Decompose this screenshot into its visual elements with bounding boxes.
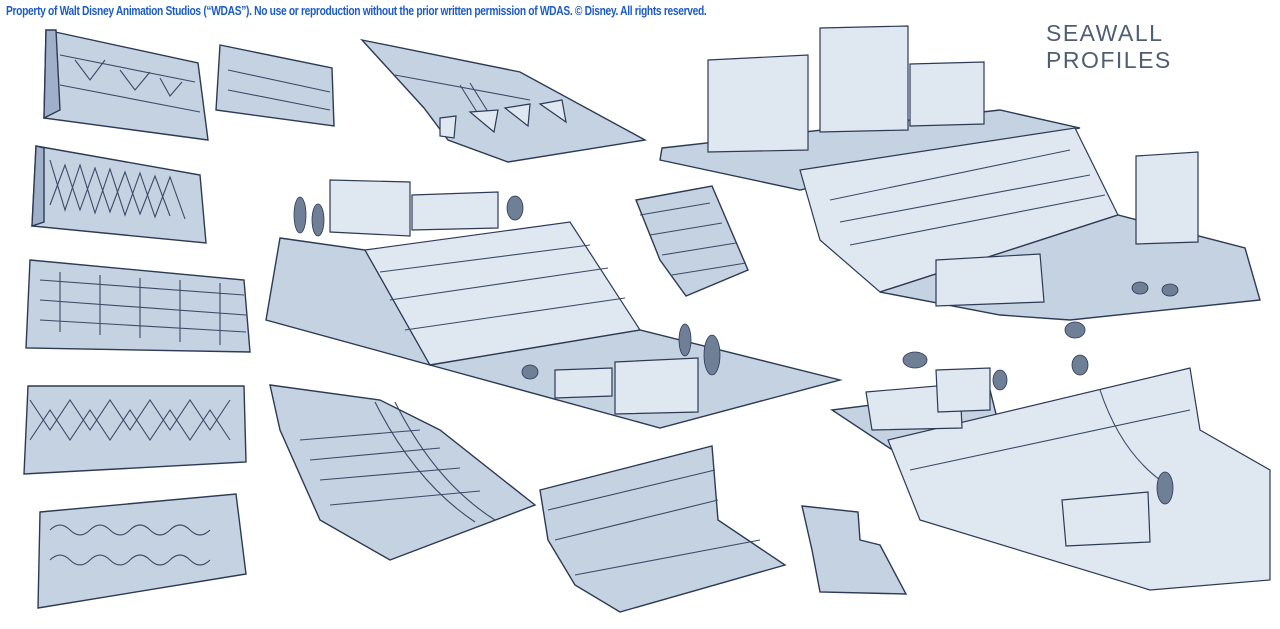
curved-seawall-with-towers bbox=[659, 25, 1261, 339]
wall-panel-6 bbox=[37, 493, 247, 609]
stepped-seawall-with-ramp bbox=[269, 384, 537, 561]
copyright-notice: Property of Walt Disney Animation Studio… bbox=[6, 4, 707, 18]
wall-panel-5 bbox=[23, 385, 247, 475]
title-line-1: SEAWALL bbox=[1046, 20, 1164, 46]
page-title: SEAWALL PROFILES bbox=[1046, 20, 1172, 74]
wall-panel-1 bbox=[43, 29, 209, 141]
wall-panel-2 bbox=[215, 44, 335, 127]
title-line-2: PROFILES bbox=[1046, 47, 1172, 73]
large-sloped-seawall-with-city bbox=[265, 179, 843, 429]
wall-panel-4 bbox=[25, 259, 251, 353]
curved-hexagon-panel-wall bbox=[539, 445, 787, 613]
wall-panel-3 bbox=[31, 145, 207, 244]
stepped-wedge-block bbox=[635, 185, 749, 297]
sloped-seawall-fins bbox=[360, 38, 648, 163]
small-recurved-profile bbox=[801, 505, 908, 595]
curved-seawall-with-houses bbox=[830, 351, 1271, 591]
